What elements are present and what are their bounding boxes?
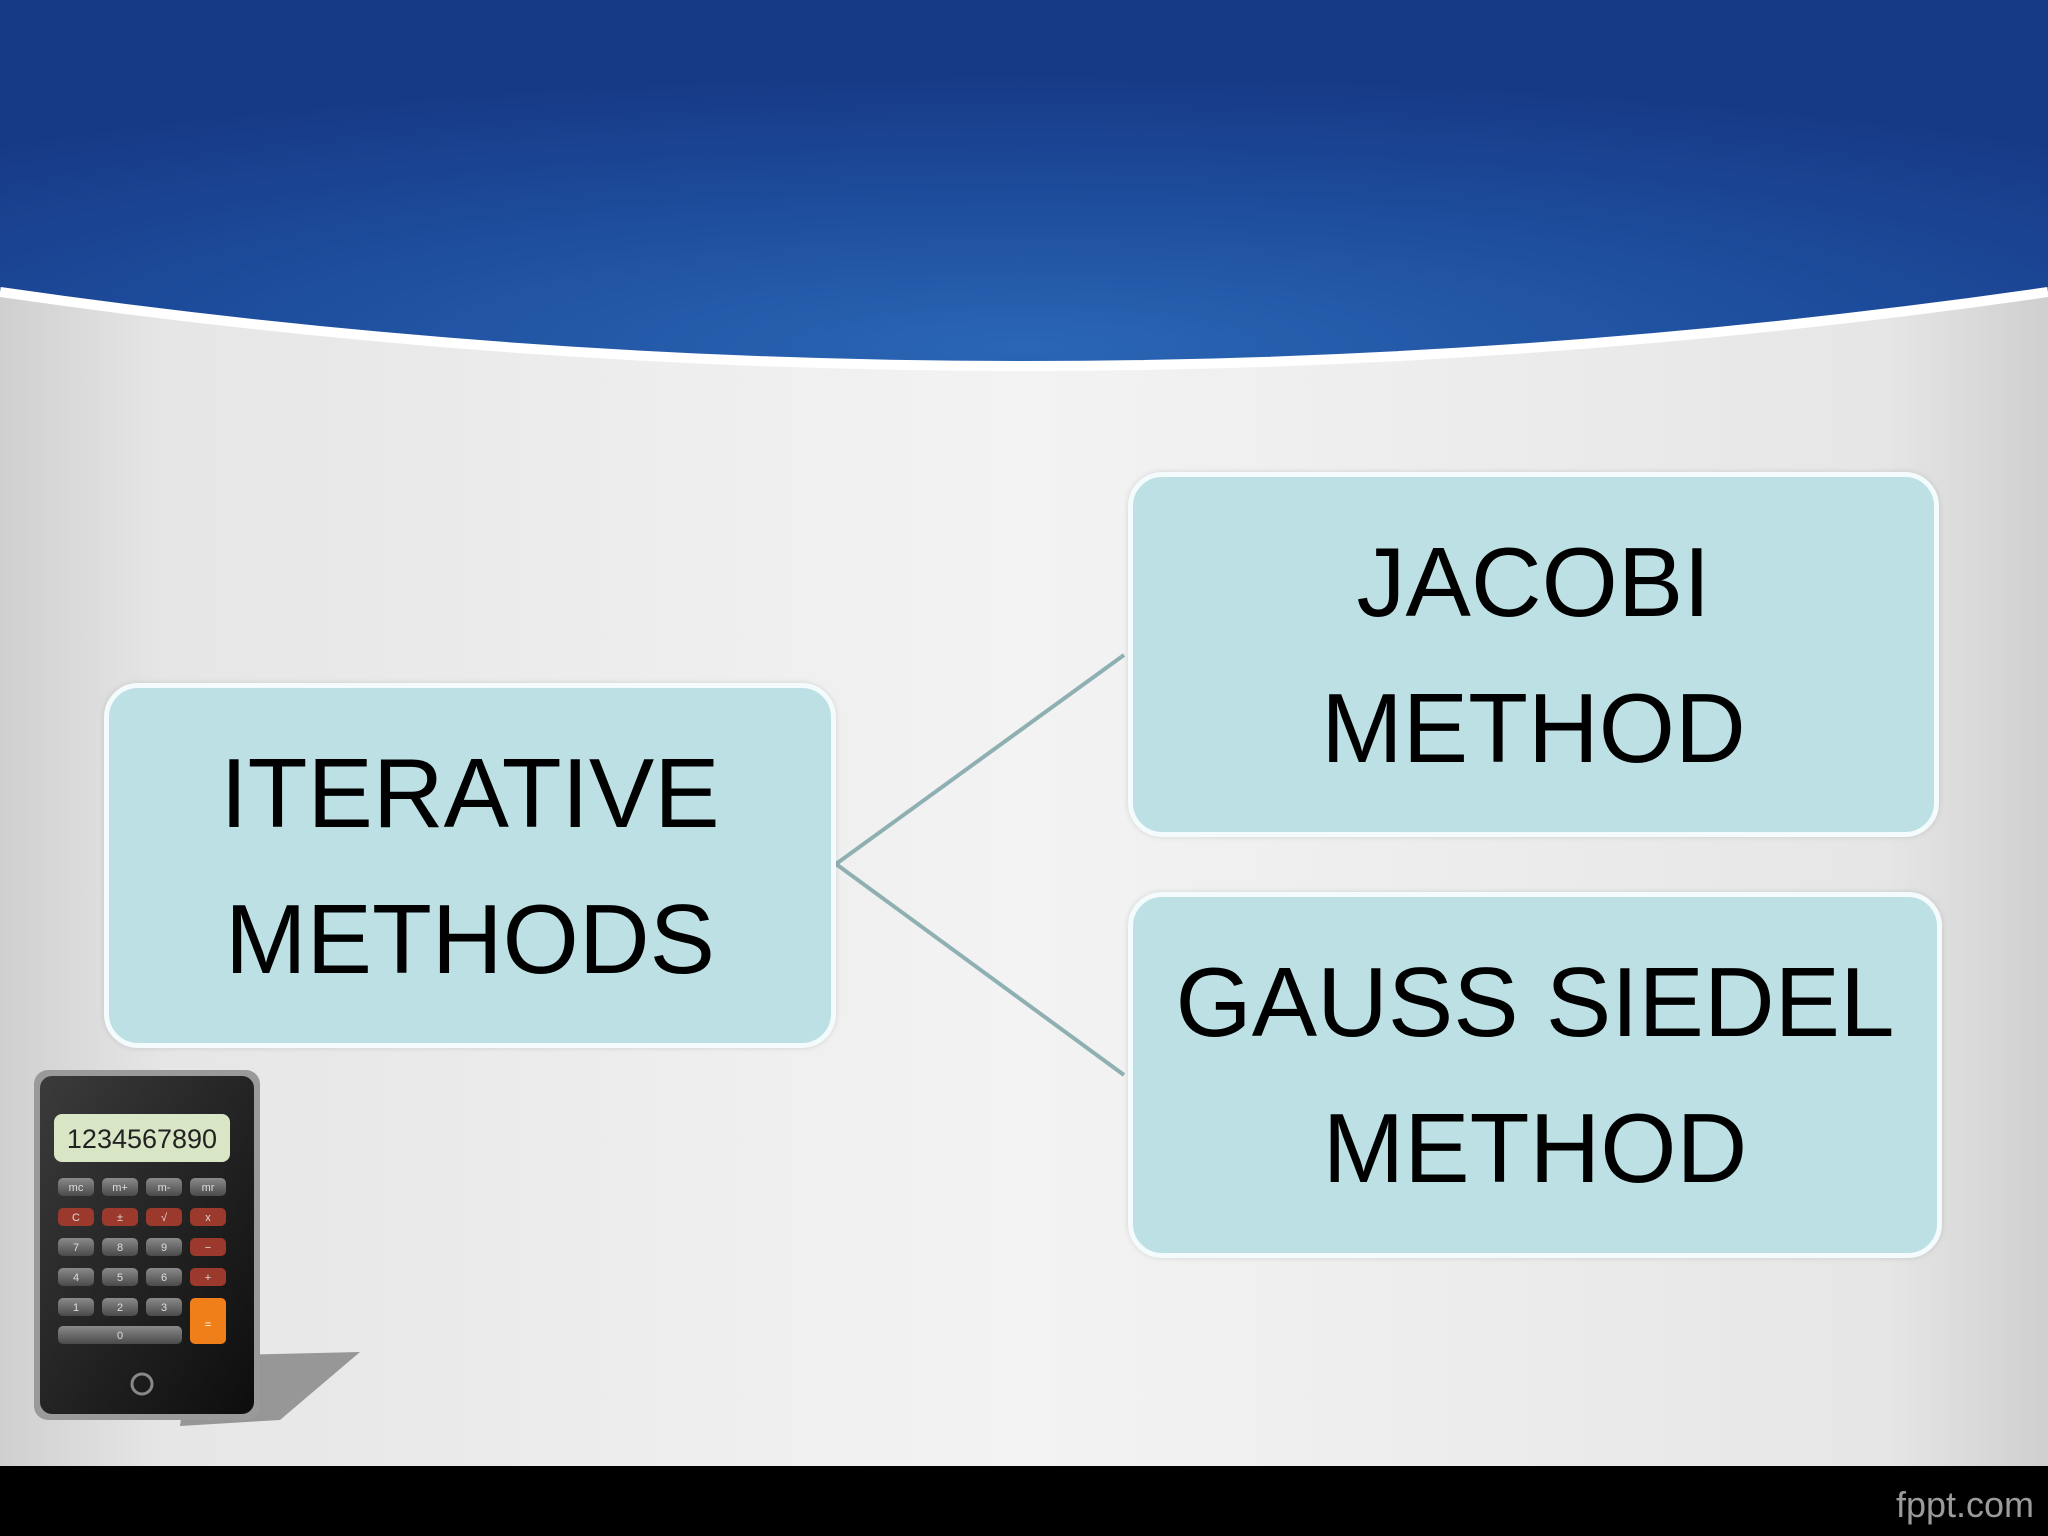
connector-jacobi [834, 653, 1126, 866]
svg-text:±: ± [117, 1212, 123, 1224]
svg-text:m+: m+ [112, 1182, 128, 1194]
calculator-display: 1234567890 [67, 1124, 217, 1154]
svg-text:5: 5 [117, 1272, 123, 1284]
svg-text:x: x [205, 1212, 211, 1224]
node-label-line: METHOD [1322, 1093, 1748, 1203]
node-label-line: GAUSS SIEDEL [1175, 947, 1895, 1057]
node-label-line: JACOBI [1356, 526, 1711, 637]
svg-text:C: C [72, 1212, 80, 1224]
svg-text:mc: mc [69, 1182, 84, 1194]
connector-gauss [834, 862, 1126, 1077]
node-gauss-siedel-method: GAUSS SIEDEL METHOD [1128, 892, 1942, 1258]
svg-text:+: + [205, 1272, 211, 1284]
svg-text:0: 0 [117, 1330, 123, 1342]
node-jacobi-method: JACOBI METHOD [1128, 472, 1939, 837]
svg-text:6: 6 [161, 1272, 167, 1284]
footer-bar: fppt.com [0, 1466, 2048, 1536]
svg-text:2: 2 [117, 1302, 123, 1314]
calculator-icon: 1234567890 mc m+ m- mr C ± √ x 7 8 9 [34, 1070, 360, 1426]
svg-text:m-: m- [158, 1182, 171, 1194]
svg-text:√: √ [161, 1212, 168, 1224]
svg-text:−: − [205, 1242, 211, 1254]
node-iterative-methods: ITERATIVE METHODS [104, 683, 836, 1048]
svg-text:9: 9 [161, 1242, 167, 1254]
footer-brand: fppt.com [1895, 1484, 2034, 1525]
svg-text:mr: mr [202, 1182, 215, 1194]
svg-text:4: 4 [73, 1272, 79, 1284]
node-label-line: METHOD [1321, 672, 1746, 783]
svg-text:=: = [205, 1319, 211, 1331]
node-label-line: ITERATIVE [220, 737, 720, 848]
svg-text:3: 3 [161, 1302, 167, 1314]
svg-text:1: 1 [73, 1302, 79, 1314]
node-label-line: METHODS [225, 883, 715, 994]
svg-text:8: 8 [117, 1242, 123, 1254]
svg-text:7: 7 [73, 1242, 79, 1254]
